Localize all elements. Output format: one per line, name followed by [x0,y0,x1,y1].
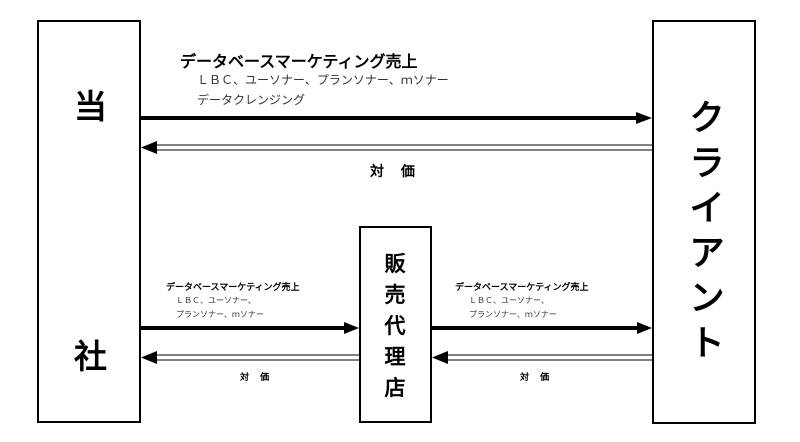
direct-sales-products: ＬＢＣ、ユーソナー、プランソナー、ｍソナー [197,73,449,87]
client-char: イ [689,189,725,229]
company-box [37,20,141,423]
agency-char: 理 [384,345,406,369]
agency-char: 販 [384,252,406,276]
company-agency-price-label: 対 価 [240,373,274,383]
client-label: ク ラ イ ア ン ト [689,97,725,367]
agency-client-sales-arrow [432,322,652,334]
company-agency-sales-arrow [141,322,359,334]
company-agency-sales-title: データベースマーケティング売上 [166,283,300,293]
agency-client-sales-title: データベースマーケティング売上 [455,283,589,293]
agency-client-price-label: 対 価 [520,373,554,383]
client-char: ラ [689,144,725,184]
direct-sales-arrow [141,112,652,124]
agency-char: 店 [384,376,406,400]
company-agency-products-1: ＬＢＣ、ユーソナー、 [176,296,256,305]
client-char: ト [689,324,725,364]
client-box [652,20,756,424]
client-agency-price-arrow [432,351,652,364]
agency-company-price-arrow [141,351,359,364]
client-char: ク [689,99,725,139]
agency-label: 販 売 代 理 店 [377,249,413,404]
agency-client-products-2: プランソナー、ｍソナー [469,310,557,319]
agency-char: 売 [384,283,406,307]
direct-sales-cleansing: データクレンジング [197,93,306,107]
direct-sales-title: データベースマーケティング売上 [180,52,418,71]
agency-char: 代 [384,314,406,338]
client-char: ア [689,234,725,274]
agency-box [359,226,432,423]
company-label-bottom: 社 [74,337,107,376]
company-agency-products-2: プランソナー、ｍソナー [176,310,264,319]
direct-price-arrow [141,141,652,154]
direct-price-label: 対 価 [370,164,421,180]
company-label-top: 当 [74,87,107,126]
client-char: ン [689,279,725,319]
agency-client-products-1: ＬＢＣ、ユーソナー、 [469,296,549,305]
